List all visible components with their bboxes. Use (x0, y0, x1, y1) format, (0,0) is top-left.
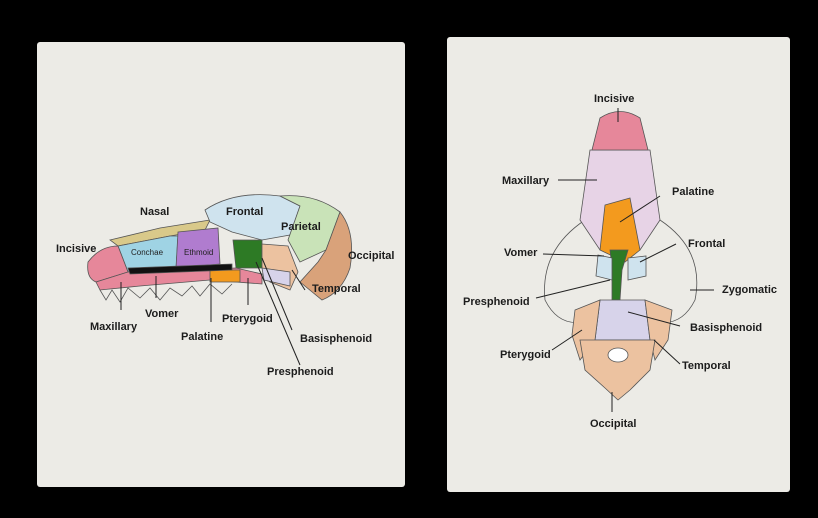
label-pterygoid: Pterygoid (222, 313, 273, 325)
ventral-label-palatine: Palatine (672, 186, 714, 198)
incisive-bone-ventral (592, 112, 648, 151)
presphenoid-bone (233, 240, 262, 268)
label-presphenoid: Presphenoid (267, 366, 334, 378)
label-temporal: Temporal (312, 283, 361, 295)
label-parietal: Parietal (281, 221, 321, 233)
label-palatine: Palatine (181, 331, 223, 343)
ventral-label-pterygoid: Pterygoid (500, 349, 551, 361)
lateral-view-card (37, 42, 405, 487)
ventral-label-maxillary: Maxillary (502, 175, 549, 187)
label-conchae: Conchae (131, 248, 163, 257)
ventral-label-zygomatic: Zygomatic (722, 284, 777, 296)
label-incisive: Incisive (56, 243, 96, 255)
ventral-label-vomer: Vomer (504, 247, 537, 259)
label-frontal: Frontal (226, 206, 263, 218)
label-maxillary: Maxillary (90, 321, 137, 333)
label-ethmoid: Ethmoid (184, 248, 213, 257)
palatine-bone (210, 270, 240, 282)
ventral-label-temporal: Temporal (682, 360, 731, 372)
label-nasal: Nasal (140, 206, 169, 218)
ventral-label-incisive: Incisive (594, 93, 634, 105)
ventral-label-occipital: Occipital (590, 418, 636, 430)
ventral-label-presphenoid: Presphenoid (463, 296, 530, 308)
label-vomer: Vomer (145, 308, 178, 320)
label-basisphenoid: Basisphenoid (300, 333, 372, 345)
foramen-magnum (608, 348, 628, 362)
ventral-label-basisphenoid: Basisphenoid (690, 322, 762, 334)
label-occipital: Occipital (348, 250, 394, 262)
basisphenoid-bone-ventral (595, 300, 650, 340)
ventral-label-frontal: Frontal (688, 238, 725, 250)
